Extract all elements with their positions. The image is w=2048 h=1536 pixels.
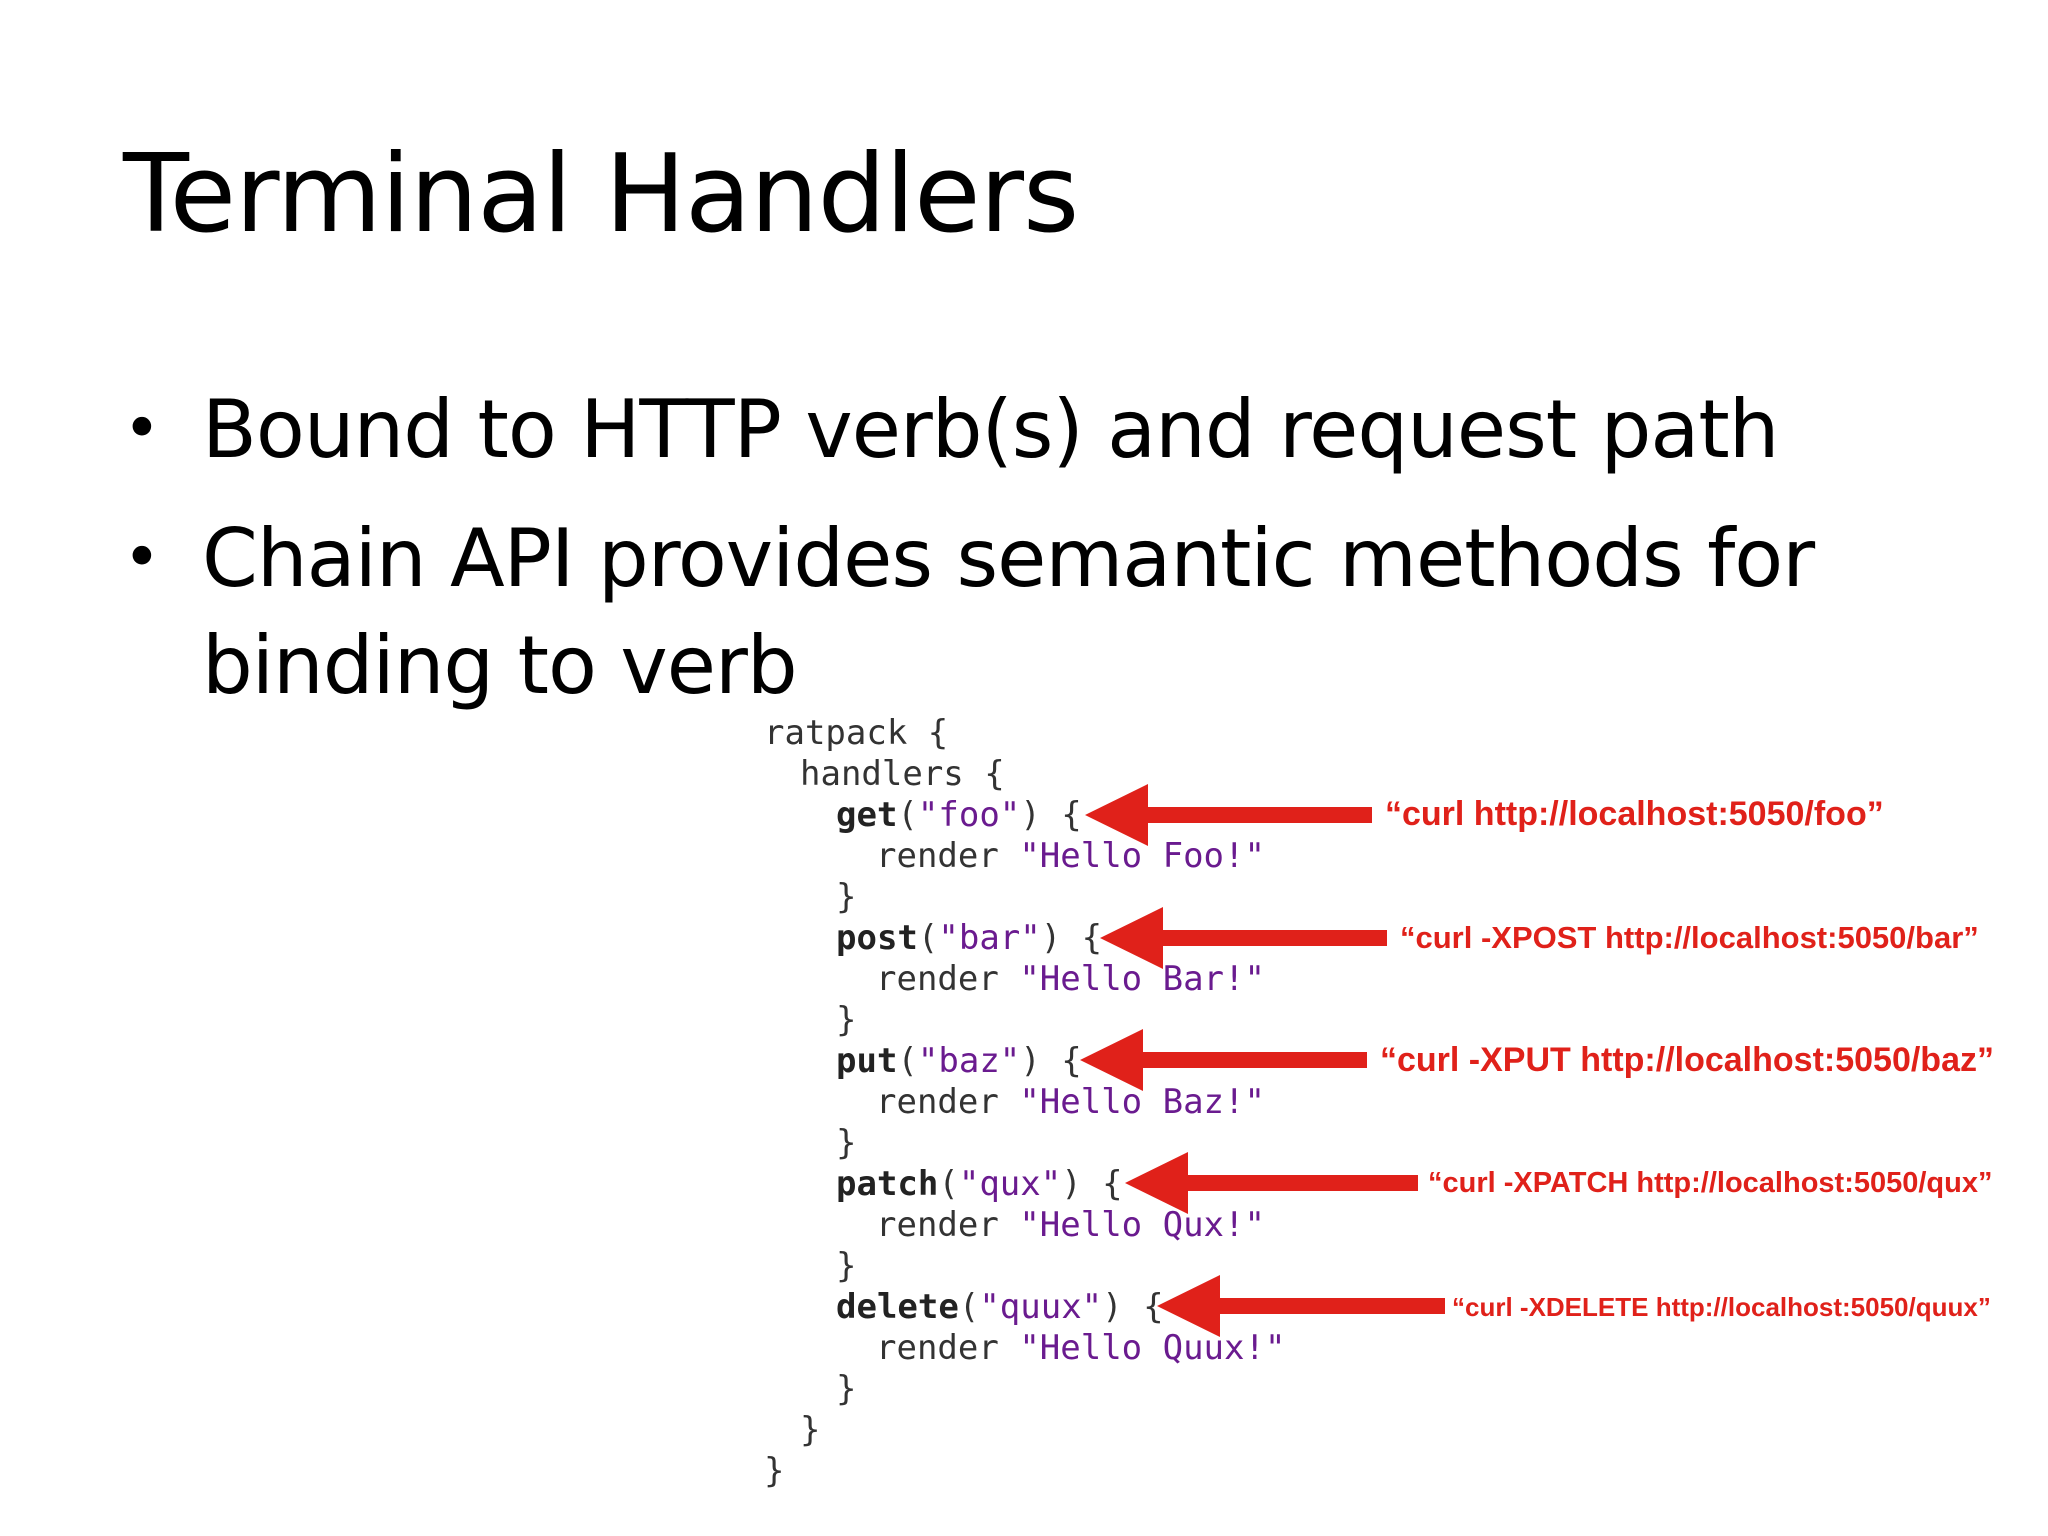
render-string: "Hello Quux!" [1019, 1328, 1286, 1368]
render-string: "Hello Qux!" [1019, 1205, 1265, 1245]
render-string: "Hello Baz!" [1019, 1082, 1265, 1122]
curl-annotation-patch: “curl -XPATCH http://localhost:5050/qux” [1428, 1167, 1993, 1199]
code-line-close: } [836, 1246, 857, 1286]
bullet-list: • Bound to HTTP verb(s) and request path… [123, 376, 1815, 741]
method-keyword: delete [836, 1287, 959, 1327]
path-string: "quux" [979, 1287, 1103, 1327]
bullet-item: • Bound to HTTP verb(s) and request path [123, 376, 1814, 483]
code-line-render: render "Hello Baz!" [876, 1082, 1265, 1123]
paren: ( [917, 918, 939, 958]
paren: ( [938, 1164, 959, 1204]
code-line-method: put("baz") { [836, 1041, 1082, 1082]
bullet-dot-icon: • [123, 392, 161, 466]
code-line-render: render "Hello Foo!" [876, 836, 1265, 877]
path-string: "bar" [938, 918, 1041, 958]
curl-annotation-post: “curl -XPOST http://localhost:5050/bar” [1400, 920, 1979, 955]
code-line-method: post("bar") { [836, 918, 1102, 959]
curl-annotation-put: “curl -XPUT http://localhost:5050/baz” [1380, 1041, 1994, 1079]
bullet-item: • Chain API provides semantic methods fo… [123, 505, 1815, 719]
code-line-method: patch("qux") { [836, 1164, 1123, 1205]
code-line-close: } [836, 1369, 857, 1409]
method-keyword: patch [836, 1164, 939, 1204]
path-string: "foo" [917, 795, 1021, 835]
code-line-handlers: handlers { [800, 754, 1005, 794]
curl-annotation-delete: “curl -XDELETE http://localhost:5050/quu… [1452, 1292, 1991, 1322]
bullet-text: Chain API provides semantic methods for [202, 512, 1815, 605]
method-keyword: get [836, 795, 898, 835]
code-line-ratpack: ratpack { [764, 713, 949, 753]
curl-annotation-get: “curl http://localhost:5050/foo” [1385, 795, 1884, 833]
code-line-close: } [836, 1000, 857, 1040]
bullet-text-continuation: binding to verb [202, 619, 798, 712]
render-string: "Hello Foo!" [1019, 836, 1265, 876]
slide-title: Terminal Handlers [123, 132, 1079, 257]
code-line-method: get("foo") { [836, 795, 1082, 836]
paren-brace: ) { [1020, 795, 1082, 835]
paren: ( [897, 795, 918, 835]
code-line-render: render "Hello Bar!" [876, 959, 1265, 1000]
render-keyword: render [876, 1205, 999, 1245]
code-line-render: render "Hello Qux!" [876, 1205, 1265, 1246]
paren: ( [958, 1287, 980, 1327]
code-line-close: } [836, 877, 857, 917]
code-line-close-handlers: } [800, 1410, 821, 1450]
path-string: "baz" [917, 1041, 1021, 1081]
render-keyword: render [876, 959, 999, 999]
paren-brace: ) { [1040, 918, 1103, 958]
bullet-text: Bound to HTTP verb(s) and request path [202, 383, 1779, 476]
bullet-dot-icon: • [123, 521, 161, 595]
path-string: "qux" [958, 1164, 1062, 1204]
paren-brace: ) { [1102, 1287, 1164, 1327]
render-keyword: render [876, 836, 999, 876]
method-keyword: post [836, 918, 918, 958]
method-keyword: put [836, 1041, 898, 1081]
code-line-close-ratpack: } [764, 1451, 785, 1491]
paren-brace: ) { [1020, 1041, 1082, 1081]
code-line-render: render "Hello Quux!" [876, 1328, 1285, 1369]
paren-brace: ) { [1061, 1164, 1123, 1204]
code-line-close: } [836, 1123, 857, 1163]
render-keyword: render [876, 1328, 999, 1368]
render-string: "Hello Bar!" [1019, 959, 1265, 999]
code-line-method: delete("quux") { [836, 1287, 1164, 1328]
render-keyword: render [876, 1082, 999, 1122]
paren: ( [897, 1041, 918, 1081]
